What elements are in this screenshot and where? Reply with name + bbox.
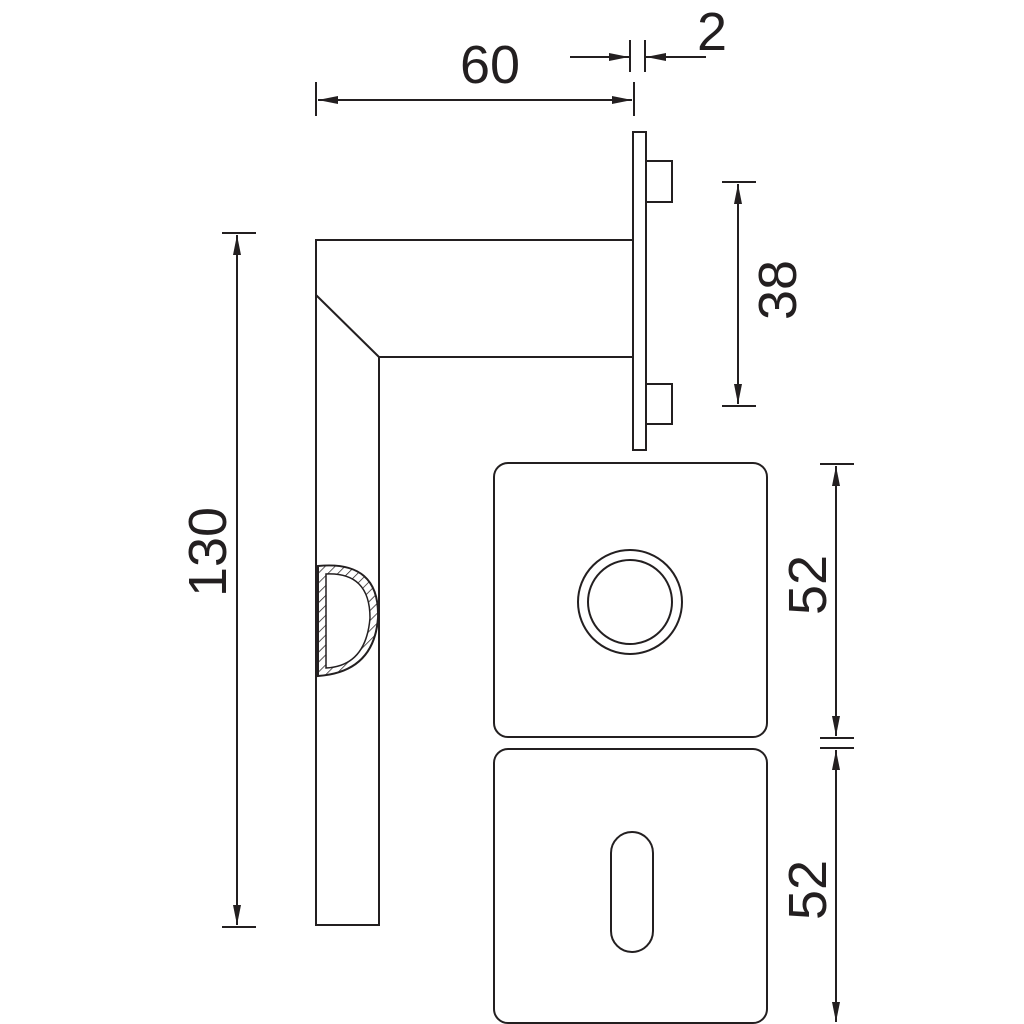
dimension-label-52-rosette: 52: [778, 555, 838, 615]
dimension-38: 38: [722, 181, 808, 407]
fixing-lug-top: [645, 160, 673, 203]
dimension-52-escutcheon: 52: [778, 750, 840, 1022]
dimension-130: 130: [178, 232, 256, 928]
back-plate: [632, 131, 673, 451]
lever-handle: [315, 239, 633, 926]
dimension-52-rosette: 52: [778, 463, 854, 749]
dimension-60: 60: [315, 35, 635, 116]
dimension-label-2: 2: [697, 2, 727, 62]
keyhole: [610, 831, 654, 953]
fixing-lug-bottom: [645, 383, 673, 425]
square-escutcheon: [493, 748, 768, 1024]
square-rosette: [493, 462, 768, 738]
dimension-2: 2: [570, 2, 727, 72]
dimension-label-130: 130: [178, 507, 238, 597]
dimension-label-60: 60: [460, 35, 520, 95]
dimension-label-52-escutcheon: 52: [778, 860, 838, 920]
dimension-label-38: 38: [748, 260, 808, 320]
